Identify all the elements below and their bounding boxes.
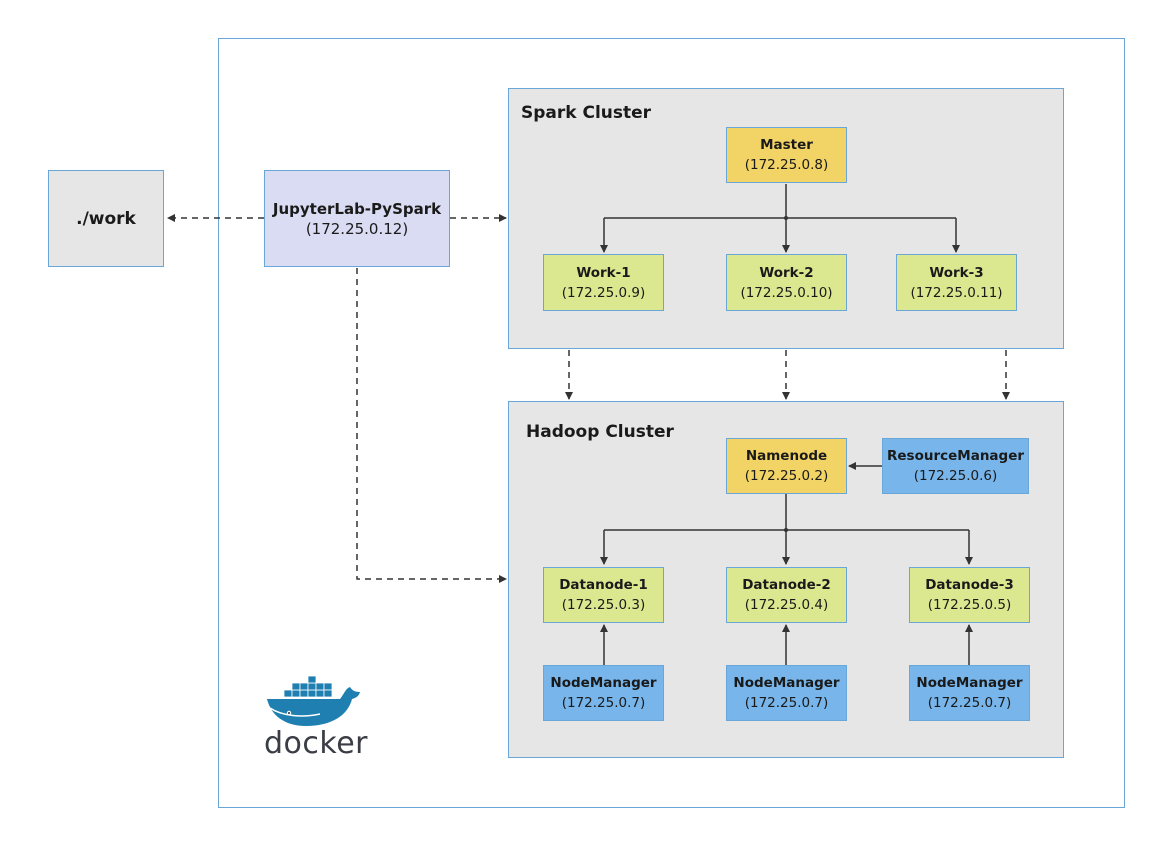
jupyter-to-hadoop-arrow [356,268,507,583]
spark-worker-1-node: Work-1 (172.25.0.9) [543,254,664,311]
namenode-ip: (172.25.0.2) [744,468,829,484]
spark-worker-2-node: Work-2 (172.25.0.10) [726,254,847,311]
hadoop-datanode-2-node: Datanode-2 (172.25.0.4) [726,567,847,623]
hadoop-nodemanager-3-node: NodeManager (172.25.0.7) [909,665,1030,721]
spark-cluster-title: Spark Cluster [521,103,652,123]
docker-wordmark: docker [264,726,368,761]
spark-worker-3-node: Work-3 (172.25.0.11) [896,254,1017,311]
hadoop-cluster-title: Hadoop Cluster [526,422,674,442]
work-directory-label: ./work [76,208,136,229]
spark-master-node: Master (172.25.0.8) [726,127,847,183]
nodemanager-1-name: NodeManager [550,675,657,691]
datanode-2-ip: (172.25.0.4) [744,597,829,613]
spark-worker-1-name: Work-1 [576,264,631,281]
datanode-2-name: Datanode-2 [742,577,831,593]
datanode-3-ip: (172.25.0.5) [927,597,1012,613]
spark-master-name: Master [760,137,813,153]
work-directory-node: ./work [48,170,164,267]
hadoop-datanode-3-node: Datanode-3 (172.25.0.5) [909,567,1030,623]
nodemanager-3-ip: (172.25.0.7) [927,695,1012,711]
spark-master-ip: (172.25.0.8) [744,157,829,173]
jupyterlab-ip: (172.25.0.12) [305,219,409,238]
spark-worker-3-ip: (172.25.0.11) [910,284,1003,301]
datanode-3-name: Datanode-3 [925,577,1014,593]
hadoop-datanode-1-node: Datanode-1 (172.25.0.3) [543,567,664,623]
namenode-name: Namenode [745,448,828,464]
spark-worker-1-ip: (172.25.0.9) [561,284,646,301]
docker-logo: docker [262,670,372,765]
nodemanager-2-ip: (172.25.0.7) [744,695,829,711]
nodemanager-3-name: NodeManager [916,675,1023,691]
jupyterlab-node: JupyterLab-PySpark (172.25.0.12) [264,170,450,267]
docker-whale-icon [267,675,360,726]
spark-worker-2-ip: (172.25.0.10) [740,284,833,301]
jupyterlab-name: JupyterLab-PySpark [272,199,442,218]
spark-worker-2-name: Work-2 [759,264,814,281]
spark-worker-3-name: Work-3 [929,264,984,281]
hadoop-nodemanager-1-node: NodeManager (172.25.0.7) [543,665,664,721]
datanode-1-name: Datanode-1 [559,577,648,593]
nodemanager-1-ip: (172.25.0.7) [561,695,646,711]
hadoop-namenode-node: Namenode (172.25.0.2) [726,438,847,494]
resource-manager-name: ResourceManager [886,448,1025,464]
hadoop-resource-manager-node: ResourceManager (172.25.0.6) [882,438,1029,494]
hadoop-nodemanager-2-node: NodeManager (172.25.0.7) [726,665,847,721]
nodemanager-2-name: NodeManager [733,675,840,691]
datanode-1-ip: (172.25.0.3) [561,597,646,613]
resource-manager-ip: (172.25.0.6) [913,468,998,484]
